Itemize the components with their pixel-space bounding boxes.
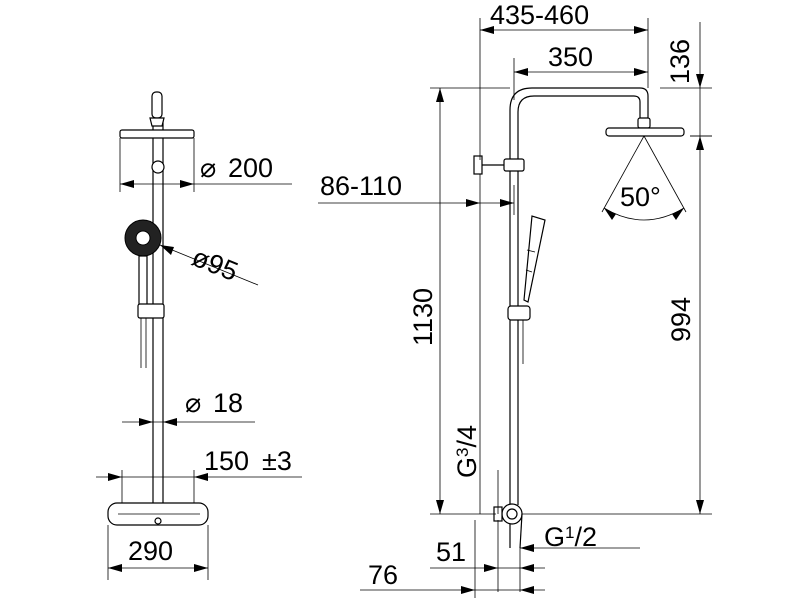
side-hose <box>517 320 524 364</box>
slide-holder <box>137 303 165 319</box>
hand-shower-handle <box>138 255 148 311</box>
hand-shower-center <box>135 230 151 246</box>
dim-76-label: 76 <box>368 560 398 590</box>
side-thermostat-core <box>506 508 518 520</box>
riser-arm-inner <box>517 95 641 505</box>
dim-51-label: 51 <box>436 537 466 567</box>
head-shower-plate <box>119 129 195 139</box>
side-slide-holder <box>507 305 531 321</box>
body-width-label: 290 <box>128 536 173 566</box>
inlet-thread-label: G3/4 <box>452 425 482 478</box>
wall-bracket-clamp <box>503 158 525 172</box>
pipe-diameter-label: 18 <box>213 388 243 418</box>
outlet-thread-sep: / <box>574 522 582 552</box>
spray-angle-label: 50° <box>620 182 661 212</box>
inlet-thread-den: 4 <box>452 425 482 440</box>
top-nozzle <box>151 91 163 119</box>
outlet-spacing-label: 150 <box>204 446 249 476</box>
outlet-thread-den: 2 <box>582 522 597 552</box>
outlet-thread-prefix: G <box>544 522 565 552</box>
hand-shower-diameter-label: ø95 <box>188 242 242 287</box>
outlet-thread-label: G1/2 <box>544 522 597 552</box>
side-head-plate <box>605 127 685 137</box>
front-view <box>107 91 209 526</box>
joint-ring <box>151 160 165 174</box>
thermostat-knob <box>154 517 162 525</box>
arm-length-label: 350 <box>548 42 593 72</box>
pipe-diameter-symbol: ⌀ <box>185 388 201 418</box>
riser-arm-outer <box>509 87 649 505</box>
total-height-label: 1130 <box>408 288 438 346</box>
head-diameter-symbol: ⌀ <box>200 153 216 183</box>
inlet-thread-num: 3 <box>453 448 472 457</box>
side-dimensions: 435-460 350 136 86-110 50° 1130 <box>318 0 712 598</box>
wall-distance-label: 86-110 <box>320 171 402 201</box>
side-head-connector <box>637 117 651 129</box>
head-diameter-label: 200 <box>228 153 273 183</box>
hose <box>140 318 147 368</box>
projection-range-label: 435-460 <box>490 0 589 30</box>
inlet-thread-prefix: G <box>452 457 482 478</box>
wall-bracket-plate <box>473 155 483 175</box>
nozzle-neck <box>149 117 165 127</box>
side-hand-shower <box>523 215 546 303</box>
outlet-tolerance-label: ±3 <box>262 446 292 476</box>
side-view <box>473 87 685 549</box>
head-height-label: 136 <box>665 39 695 84</box>
outlet-thread-num: 1 <box>565 523 574 542</box>
column-height-label: 994 <box>666 297 696 342</box>
inlet-thread-sep: / <box>452 440 482 448</box>
